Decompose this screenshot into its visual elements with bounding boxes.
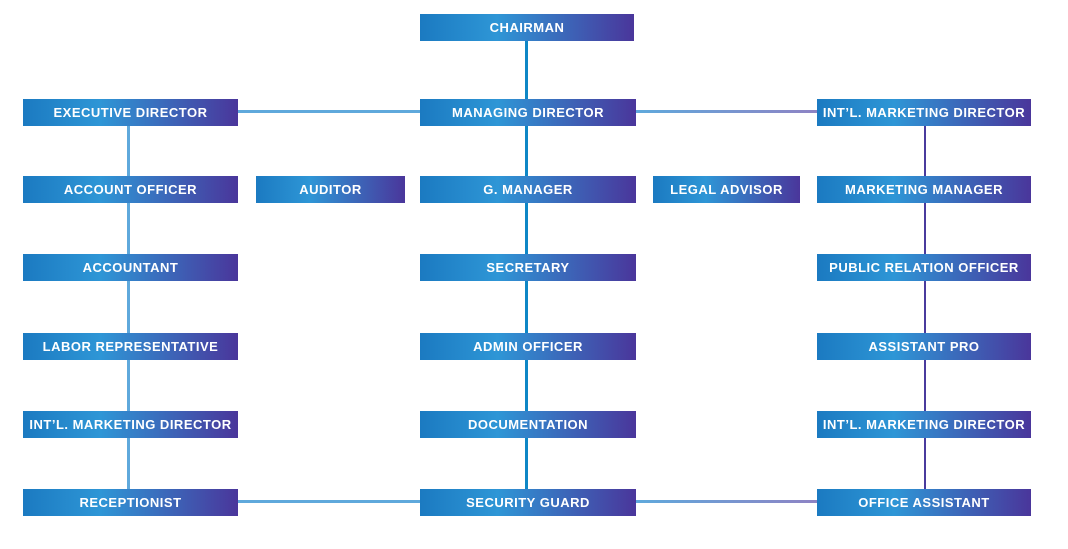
node-auditor: AUDITOR [256, 176, 405, 203]
node-intl-marketing-director-right-2: INT’L. MARKETING DIRECTOR [817, 411, 1031, 438]
connector-exec-managing-line [238, 110, 420, 113]
node-assistant-pro: ASSISTANT PRO [817, 333, 1031, 360]
connector-right-column-line [924, 112, 926, 502]
node-admin-officer: ADMIN OFFICER [420, 333, 636, 360]
node-account-officer: ACCOUNT OFFICER [23, 176, 238, 203]
node-marketing-manager: MARKETING MANAGER [817, 176, 1031, 203]
node-documentation: DOCUMENTATION [420, 411, 636, 438]
node-secretary: SECRETARY [420, 254, 636, 281]
node-intl-marketing-director-right: INT’L. MARKETING DIRECTOR [817, 99, 1031, 126]
node-executive-director: EXECUTIVE DIRECTOR [23, 99, 238, 126]
node-public-relation-officer: PUBLIC RELATION OFFICER [817, 254, 1031, 281]
node-chairman: CHAIRMAN [420, 14, 634, 41]
connector-left-column-line [127, 112, 130, 502]
connector-security-office-line [636, 500, 817, 503]
node-legal-advisor: LEGAL ADVISOR [653, 176, 800, 203]
node-labor-representative: LABOR REPRESENTATIVE [23, 333, 238, 360]
node-receptionist: RECEPTIONIST [23, 489, 238, 516]
connector-receptionist-security-line [238, 500, 420, 503]
node-security-guard: SECURITY GUARD [420, 489, 636, 516]
connector-managing-intl-line [636, 110, 817, 113]
node-intl-marketing-director-left: INT’L. MARKETING DIRECTOR [23, 411, 238, 438]
node-g-manager: G. MANAGER [420, 176, 636, 203]
node-managing-director: MANAGING DIRECTOR [420, 99, 636, 126]
node-accountant: ACCOUNTANT [23, 254, 238, 281]
node-office-assistant: OFFICE ASSISTANT [817, 489, 1031, 516]
